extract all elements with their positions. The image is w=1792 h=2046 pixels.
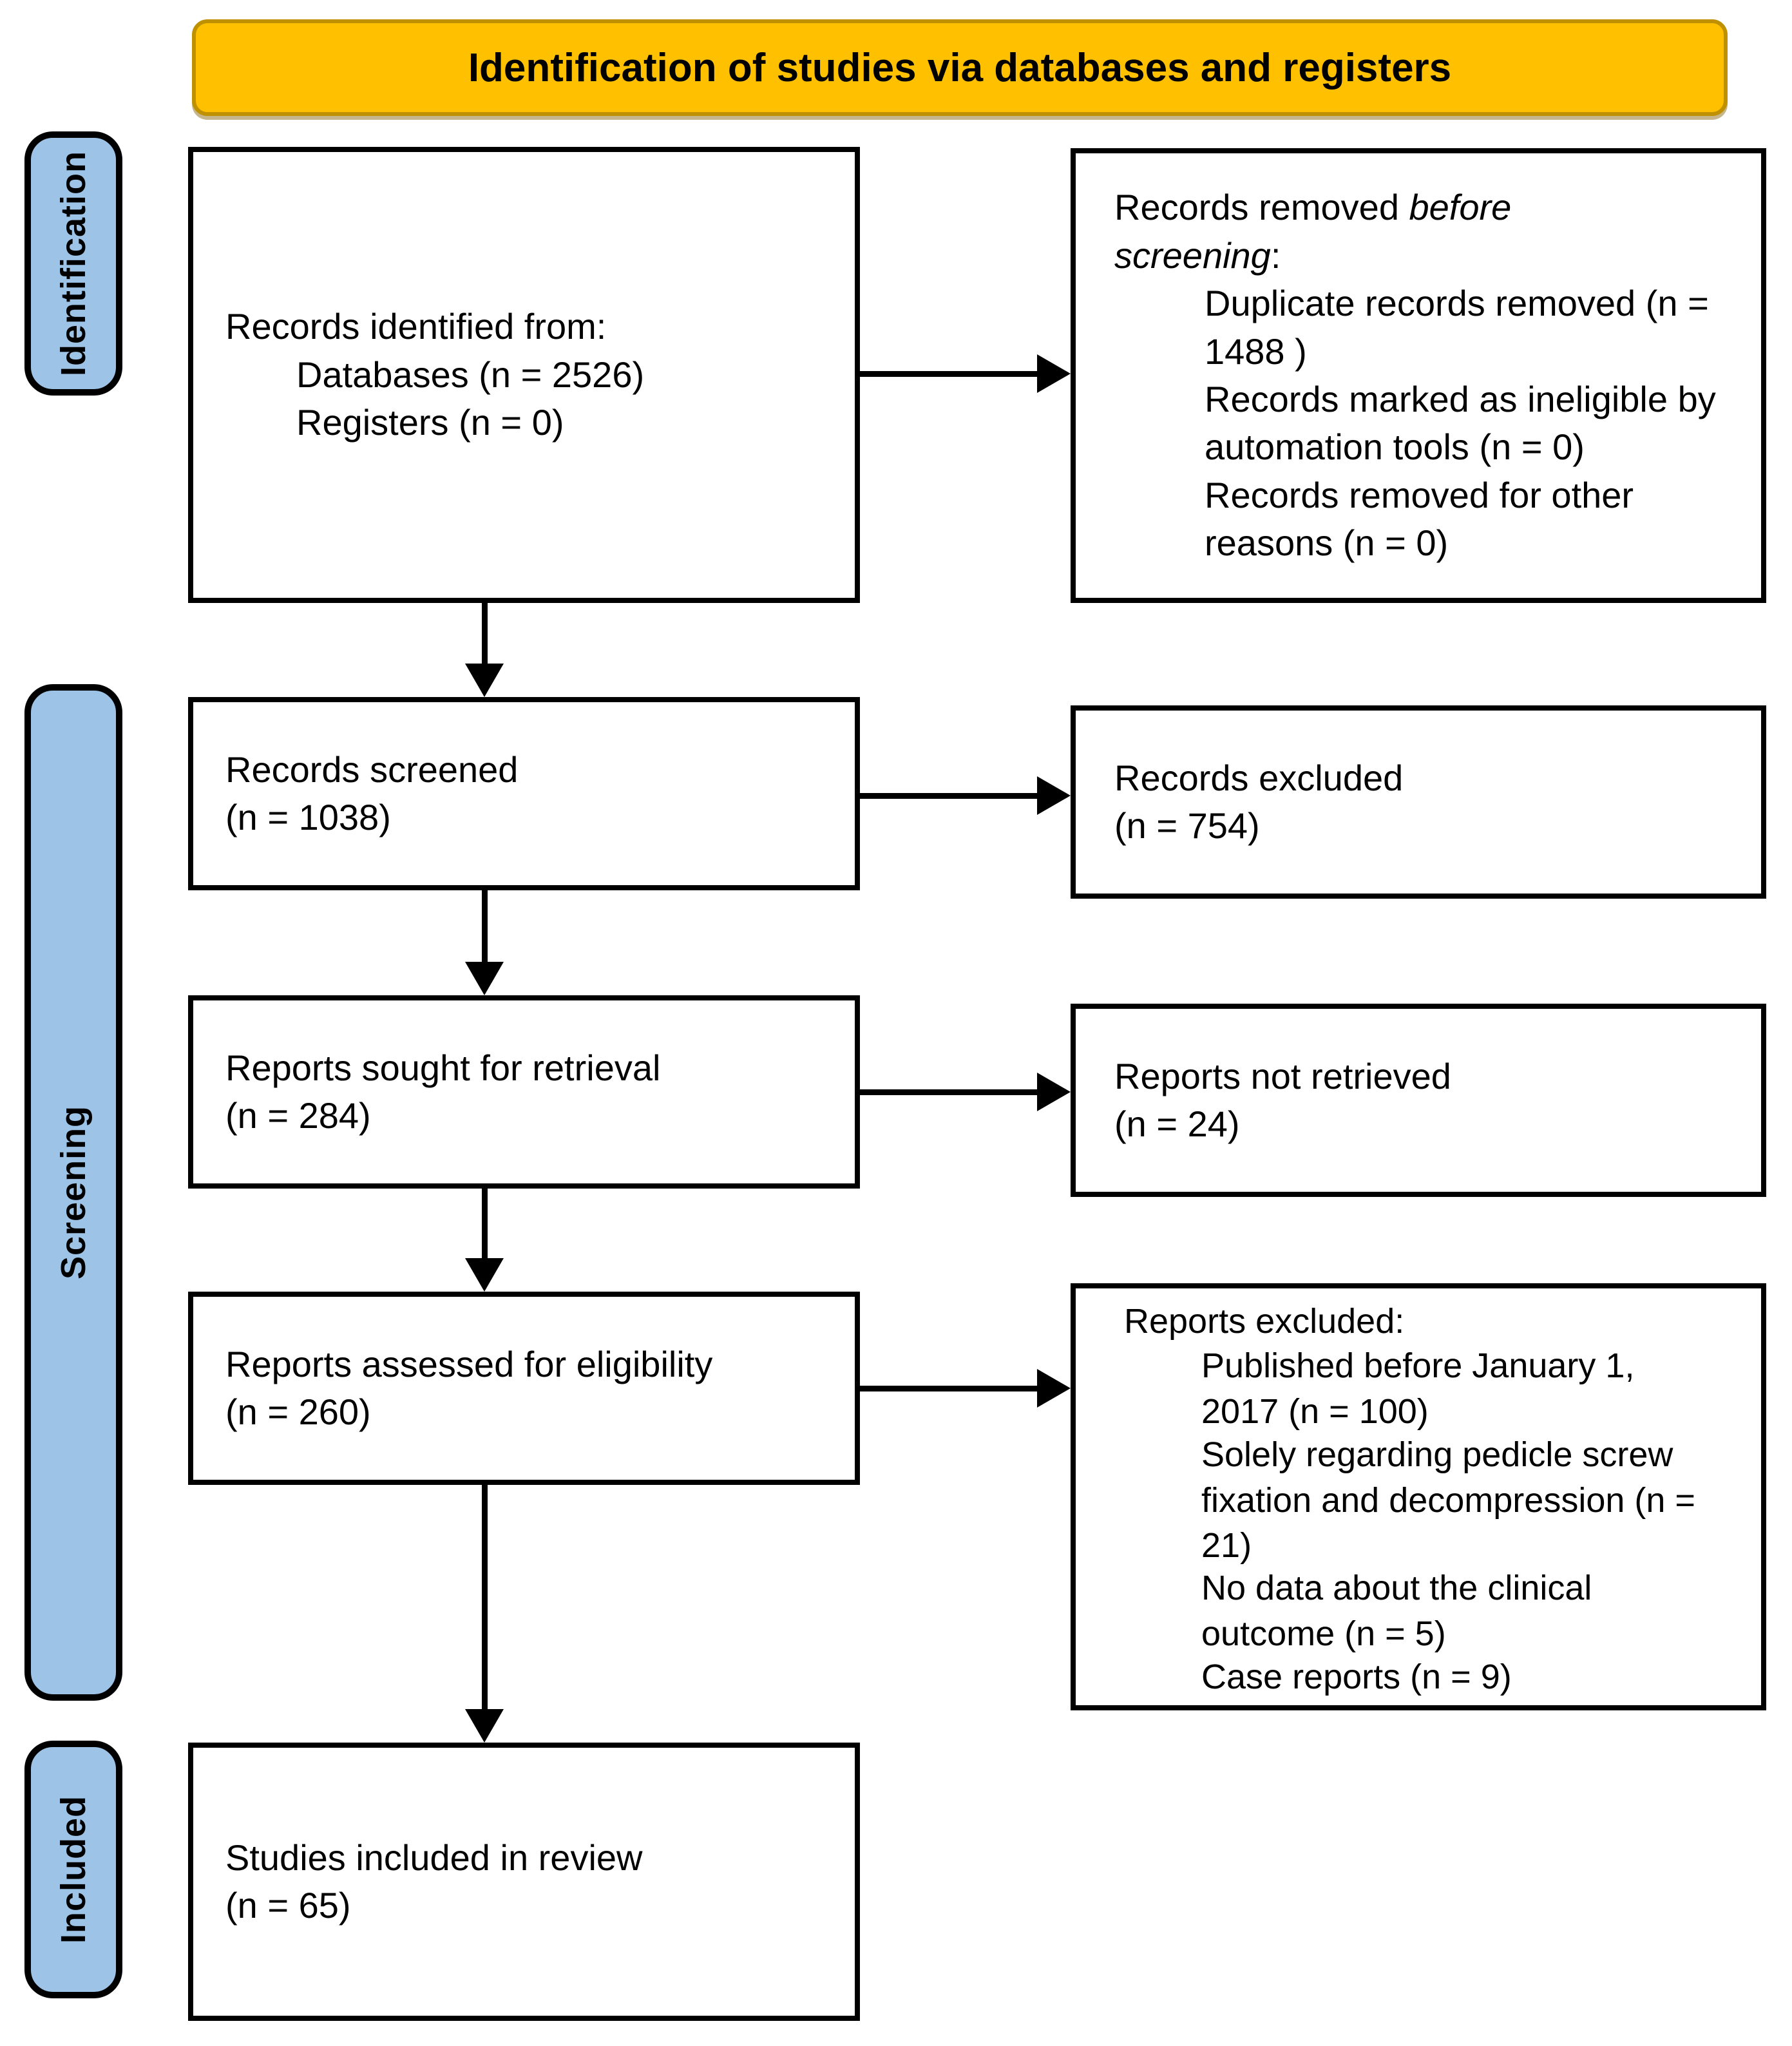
box-line: Records marked as ineligible by automati…	[1205, 379, 1716, 468]
box-line: Records identified from:	[225, 306, 607, 347]
stage-label-text: Screening	[54, 1105, 93, 1280]
arrow-assessed-to-included	[482, 1485, 488, 1710]
box-line: (n = 24)	[1114, 1104, 1240, 1144]
reports-assessed-box: Reports assessed for eligibility (n = 26…	[188, 1292, 860, 1485]
box-line: Studies included in review	[225, 1837, 643, 1878]
records-removed-box: Records removed before screening: Duplic…	[1071, 148, 1766, 603]
records-identified-box: Records identified from: Databases (n = …	[188, 147, 860, 603]
arrow-identified-to-screened	[482, 603, 488, 665]
text-plain: Records removed	[1114, 187, 1409, 228]
box-line: Records removed for other reasons (n = 0…	[1205, 474, 1634, 564]
reports-excluded-box: Reports excluded: Published before Janua…	[1071, 1283, 1766, 1710]
box-line: (n = 754)	[1114, 805, 1260, 846]
box-line: Reports excluded:	[1124, 1302, 1405, 1341]
arrowhead-right-icon	[1037, 1073, 1071, 1111]
records-screened-box: Records screened (n = 1038)	[188, 697, 860, 890]
box-line: Records removed before screening:	[1114, 184, 1655, 280]
reports-sought-box: Reports sought for retrieval (n = 284)	[188, 995, 860, 1189]
arrowhead-down-icon	[465, 1258, 504, 1292]
box-line: Records screened	[225, 749, 519, 790]
stage-label-included: Included	[24, 1741, 122, 1998]
arrow-screened-to-sought	[482, 890, 488, 963]
box-line: Solely regarding pedicle screw fixation …	[1201, 1435, 1695, 1565]
arrow-sought-to-assessed	[482, 1189, 488, 1259]
arrowhead-down-icon	[465, 664, 504, 697]
box-line: Reports sought for retrieval	[225, 1047, 661, 1088]
box-line: Reports assessed for eligibility	[225, 1343, 713, 1384]
stage-label-screening: Screening	[24, 684, 122, 1701]
text-italic: before screening	[1114, 187, 1512, 276]
diagram-title: Identification of studies via databases …	[468, 45, 1452, 90]
arrow-assessed-to-excluded	[860, 1386, 1038, 1391]
arrowhead-right-icon	[1037, 1369, 1071, 1408]
arrowhead-right-icon	[1037, 776, 1071, 815]
stage-label-identification: Identification	[24, 131, 122, 396]
box-line: Databases (n = 2526)	[296, 354, 645, 395]
text-plain: :	[1270, 234, 1281, 276]
box-line: Registers (n = 0)	[296, 402, 564, 443]
box-line: (n = 284)	[225, 1095, 371, 1136]
box-line: Reports not retrieved	[1114, 1055, 1451, 1096]
box-line: (n = 1038)	[225, 797, 391, 837]
reports-not-retrieved-box: Reports not retrieved (n = 24)	[1071, 1004, 1766, 1197]
stage-label-text: Identification	[54, 151, 93, 376]
arrow-identified-to-removed	[860, 371, 1038, 377]
box-line: (n = 65)	[225, 1885, 351, 1926]
arrow-screened-to-excluded	[860, 793, 1038, 799]
box-line: No data about the clinical outcome (n = …	[1201, 1569, 1592, 1653]
box-line: (n = 260)	[225, 1391, 371, 1432]
records-excluded-box: Records excluded (n = 754)	[1071, 705, 1766, 899]
title-banner: Identification of studies via databases …	[192, 19, 1728, 116]
arrowhead-down-icon	[465, 1709, 504, 1743]
box-line: Case reports (n = 9)	[1201, 1658, 1512, 1696]
arrowhead-down-icon	[465, 962, 504, 995]
arrowhead-right-icon	[1037, 354, 1071, 393]
box-line: Records excluded	[1114, 757, 1404, 798]
box-line: Duplicate records removed (n = 1488 )	[1205, 283, 1709, 372]
studies-included-box: Studies included in review (n = 65)	[188, 1743, 860, 2021]
box-line: Published before January 1, 2017 (n = 10…	[1201, 1346, 1635, 1431]
arrow-sought-to-not-retrieved	[860, 1089, 1038, 1095]
stage-label-text: Included	[54, 1795, 93, 1944]
